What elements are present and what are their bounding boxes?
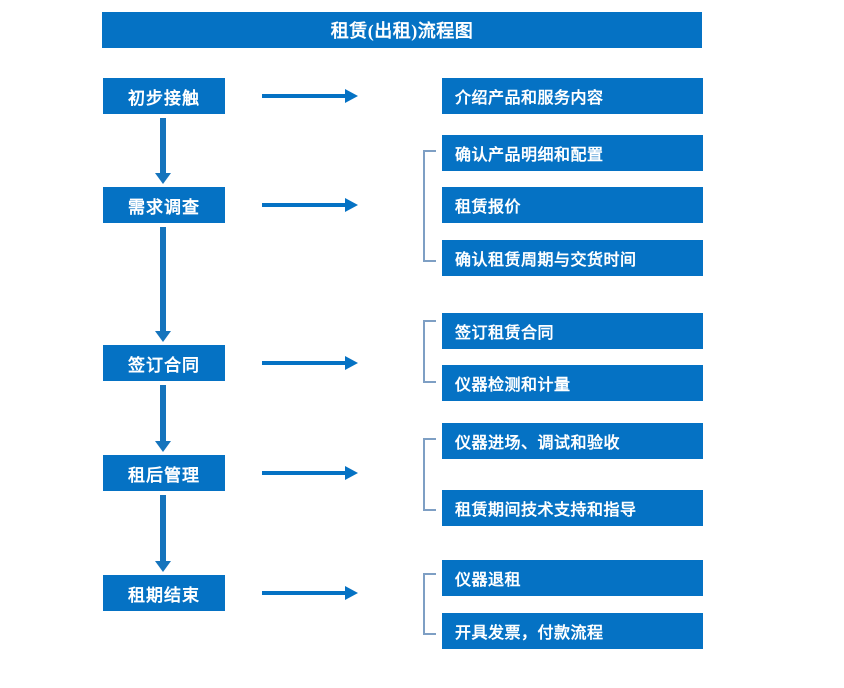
stage-box-post-lease-management[interactable]: 租后管理: [103, 455, 225, 491]
stage-label: 租后管理: [128, 465, 200, 485]
arrow-shaft: [262, 471, 346, 475]
bracket-spine: [423, 573, 425, 635]
group-bracket-demand-survey: [423, 150, 436, 262]
detail-label: 仪器进场、调试和验收: [455, 435, 621, 452]
bracket-stub-top: [423, 150, 436, 152]
detail-box-confirm-product-spec[interactable]: 确认产品明细和配置: [442, 135, 703, 171]
arrow-shaft: [160, 385, 166, 441]
arrow-head: [155, 331, 171, 342]
stage-box-initial-contact[interactable]: 初步接触: [103, 78, 225, 114]
detail-label: 介绍产品和服务内容: [455, 90, 604, 107]
arrow-head: [345, 466, 358, 480]
arrow-down-icon-4: [155, 495, 171, 572]
arrow-right-icon-4: [262, 466, 358, 480]
bracket-stub-top: [423, 320, 436, 322]
detail-box-lease-quotation[interactable]: 租赁报价: [442, 187, 703, 223]
arrow-head: [345, 198, 358, 212]
arrow-head: [155, 441, 171, 452]
arrow-shaft: [160, 118, 166, 173]
detail-label: 仪器退租: [455, 572, 522, 589]
detail-box-instrument-entry-commissioning[interactable]: 仪器进场、调试和验收: [442, 423, 703, 459]
bracket-stub-top: [423, 438, 436, 440]
group-bracket-post-lease: [423, 438, 436, 511]
bracket-spine: [423, 320, 425, 383]
detail-box-confirm-lease-period[interactable]: 确认租赁周期与交货时间: [442, 240, 703, 276]
arrow-right-icon-5: [262, 586, 358, 600]
arrow-down-icon-2: [155, 227, 171, 342]
detail-label: 租赁报价: [455, 199, 522, 216]
arrow-head: [345, 356, 358, 370]
detail-box-technical-support[interactable]: 租赁期间技术支持和指导: [442, 490, 703, 526]
detail-box-sign-lease-contract[interactable]: 签订租赁合同: [442, 313, 703, 349]
arrow-head: [345, 586, 358, 600]
page-title: 租赁(出租)流程图: [330, 21, 474, 41]
stage-label: 初步接触: [128, 88, 200, 108]
detail-box-invoice-payment[interactable]: 开具发票，付款流程: [442, 613, 703, 649]
arrow-shaft: [262, 203, 346, 207]
bracket-stub-top: [423, 573, 436, 575]
stage-label: 签订合同: [128, 355, 200, 375]
stage-label: 租期结束: [128, 585, 200, 605]
arrow-head: [155, 173, 171, 184]
detail-label: 确认产品明细和配置: [455, 147, 604, 164]
arrow-head: [345, 89, 358, 103]
arrow-right-icon-2: [262, 198, 358, 212]
arrow-right-icon-3: [262, 356, 358, 370]
arrow-shaft: [262, 361, 346, 365]
bracket-stub-bottom: [423, 381, 436, 383]
bracket-spine: [423, 438, 425, 511]
arrow-down-icon-1: [155, 118, 171, 184]
arrow-shaft: [160, 227, 166, 331]
detail-box-introduce-products[interactable]: 介绍产品和服务内容: [442, 78, 703, 114]
arrow-head: [155, 561, 171, 572]
arrow-down-icon-3: [155, 385, 171, 452]
detail-box-instrument-return[interactable]: 仪器退租: [442, 560, 703, 596]
stage-label: 需求调查: [128, 197, 200, 217]
arrow-shaft: [262, 591, 346, 595]
bracket-spine: [423, 150, 425, 262]
stage-box-sign-contract[interactable]: 签订合同: [103, 345, 225, 381]
detail-label: 签订租赁合同: [455, 325, 555, 342]
bracket-stub-bottom: [423, 260, 436, 262]
arrow-shaft: [160, 495, 166, 561]
detail-box-instrument-inspection[interactable]: 仪器检测和计量: [442, 365, 703, 401]
chart-title-bar: 租赁(出租)流程图: [102, 12, 702, 48]
group-bracket-lease-end: [423, 573, 436, 635]
detail-label: 租赁期间技术支持和指导: [455, 502, 637, 519]
bracket-stub-bottom: [423, 509, 436, 511]
bracket-stub-bottom: [423, 633, 436, 635]
detail-label: 确认租赁周期与交货时间: [455, 252, 637, 269]
arrow-shaft: [262, 94, 346, 98]
arrow-right-icon-1: [262, 89, 358, 103]
detail-label: 开具发票，付款流程: [455, 625, 604, 642]
group-bracket-sign-contract: [423, 320, 436, 383]
detail-label: 仪器检测和计量: [455, 377, 571, 394]
stage-box-demand-survey[interactable]: 需求调查: [103, 187, 225, 223]
stage-box-lease-end[interactable]: 租期结束: [103, 575, 225, 611]
